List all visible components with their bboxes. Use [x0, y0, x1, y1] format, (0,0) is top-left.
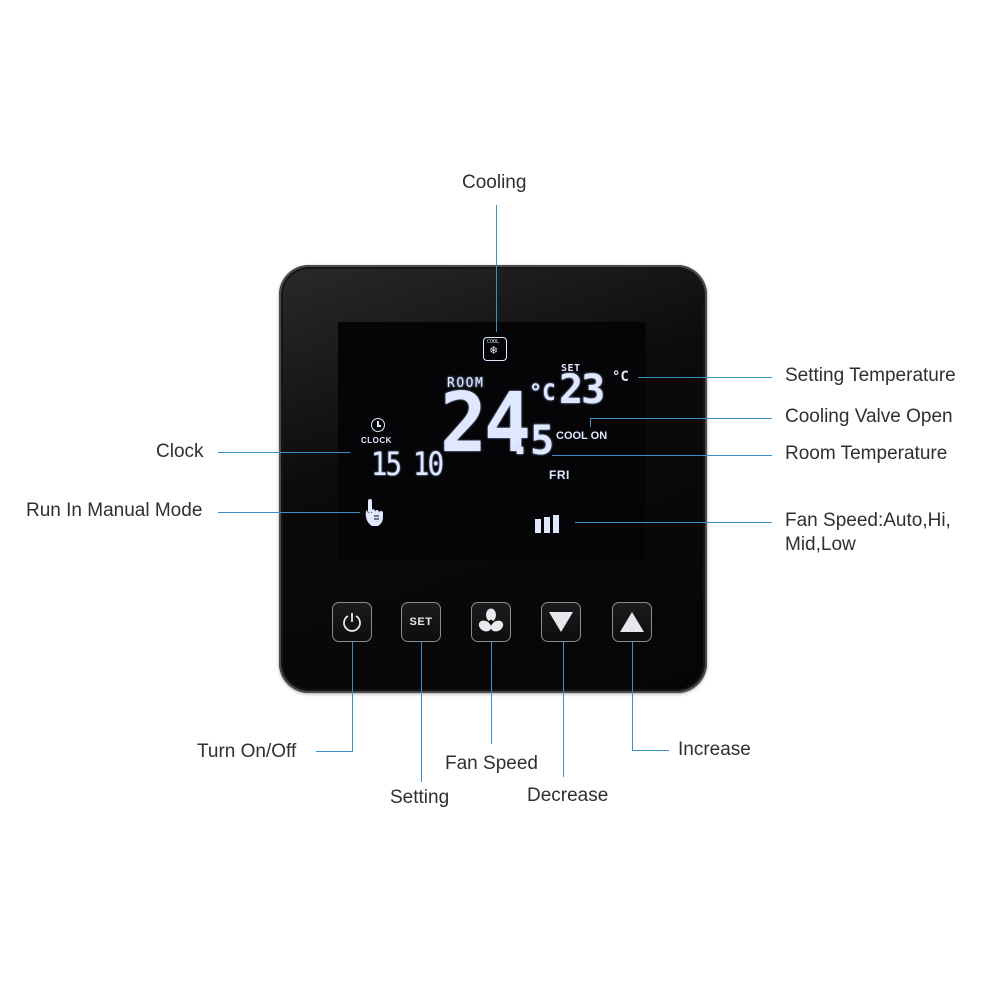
label-turn-on-off: Turn On/Off	[197, 741, 297, 762]
label-fan-speed-modes-1: Fan Speed:Auto,Hi,	[785, 510, 951, 531]
label-room-temperature: Room Temperature	[785, 443, 948, 464]
callout-line-clock	[218, 452, 350, 453]
label-fan-speed-modes-2: Mid,Low	[785, 534, 856, 555]
callout-line-room-temp	[552, 455, 772, 456]
callout-line-power-v	[352, 642, 353, 752]
callout-line-power-h	[316, 751, 353, 752]
label-decrease: Decrease	[527, 785, 609, 806]
callout-line-fan-speed	[575, 522, 772, 523]
clock-label: CLOCK	[361, 436, 392, 445]
increase-button[interactable]	[612, 602, 652, 642]
set-button-label: SET	[409, 616, 433, 628]
power-button[interactable]	[332, 602, 372, 642]
set-unit: °C	[612, 369, 629, 385]
cool-mode-icon: COOL ❄	[483, 337, 507, 361]
label-fan-speed: Fan Speed	[445, 753, 538, 774]
lcd-screen	[338, 322, 646, 560]
decrease-button[interactable]	[541, 602, 581, 642]
label-increase: Increase	[678, 739, 751, 760]
fan-icon	[478, 608, 504, 632]
callout-line-decrease	[563, 642, 564, 777]
set-temperature-value: 23	[559, 367, 605, 413]
clock-minute: 10	[413, 445, 444, 483]
callout-line-fan	[491, 642, 492, 744]
room-label: ROOM	[447, 376, 485, 391]
set-label: SET	[561, 363, 581, 374]
hand-icon	[363, 498, 385, 528]
snowflake-icon: ❄	[490, 343, 498, 357]
label-setting: Setting	[390, 787, 450, 808]
fan-bar-1	[535, 519, 541, 533]
fan-speed-bars	[535, 515, 565, 533]
callout-line-setting-temp	[638, 377, 772, 378]
cool-icon-text: COOL	[487, 339, 500, 345]
room-temperature-decimal: .5	[508, 418, 554, 464]
label-clock: Clock	[156, 441, 204, 462]
room-unit: °C	[529, 381, 556, 406]
arrow-up-icon	[620, 612, 644, 632]
callout-line-cooling-valve-drop	[590, 418, 591, 427]
fan-bar-2	[544, 517, 550, 533]
set-button[interactable]: SET	[401, 602, 441, 642]
callout-line-increase-v	[632, 642, 633, 751]
day-indicator: FRI	[549, 468, 570, 482]
fan-bar-3	[553, 515, 559, 533]
callout-line-cooling-valve	[590, 418, 772, 419]
clock-hour: 15	[371, 445, 402, 483]
callout-line-setting	[421, 642, 422, 782]
room-temperature-value: 24	[440, 376, 531, 471]
label-cooling: Cooling	[462, 172, 527, 193]
callout-line-cooling	[496, 205, 497, 332]
power-icon	[343, 613, 361, 632]
label-setting-temperature: Setting Temperature	[785, 365, 956, 386]
callout-line-manual	[218, 512, 360, 513]
label-cooling-valve-open: Cooling Valve Open	[785, 406, 953, 427]
label-run-manual-mode: Run In Manual Mode	[26, 500, 203, 521]
callout-line-increase-h	[632, 750, 669, 751]
clock-icon	[371, 418, 385, 432]
cool-on-indicator: COOL ON	[556, 430, 608, 442]
arrow-down-icon	[549, 612, 573, 632]
fan-button[interactable]	[471, 602, 511, 642]
